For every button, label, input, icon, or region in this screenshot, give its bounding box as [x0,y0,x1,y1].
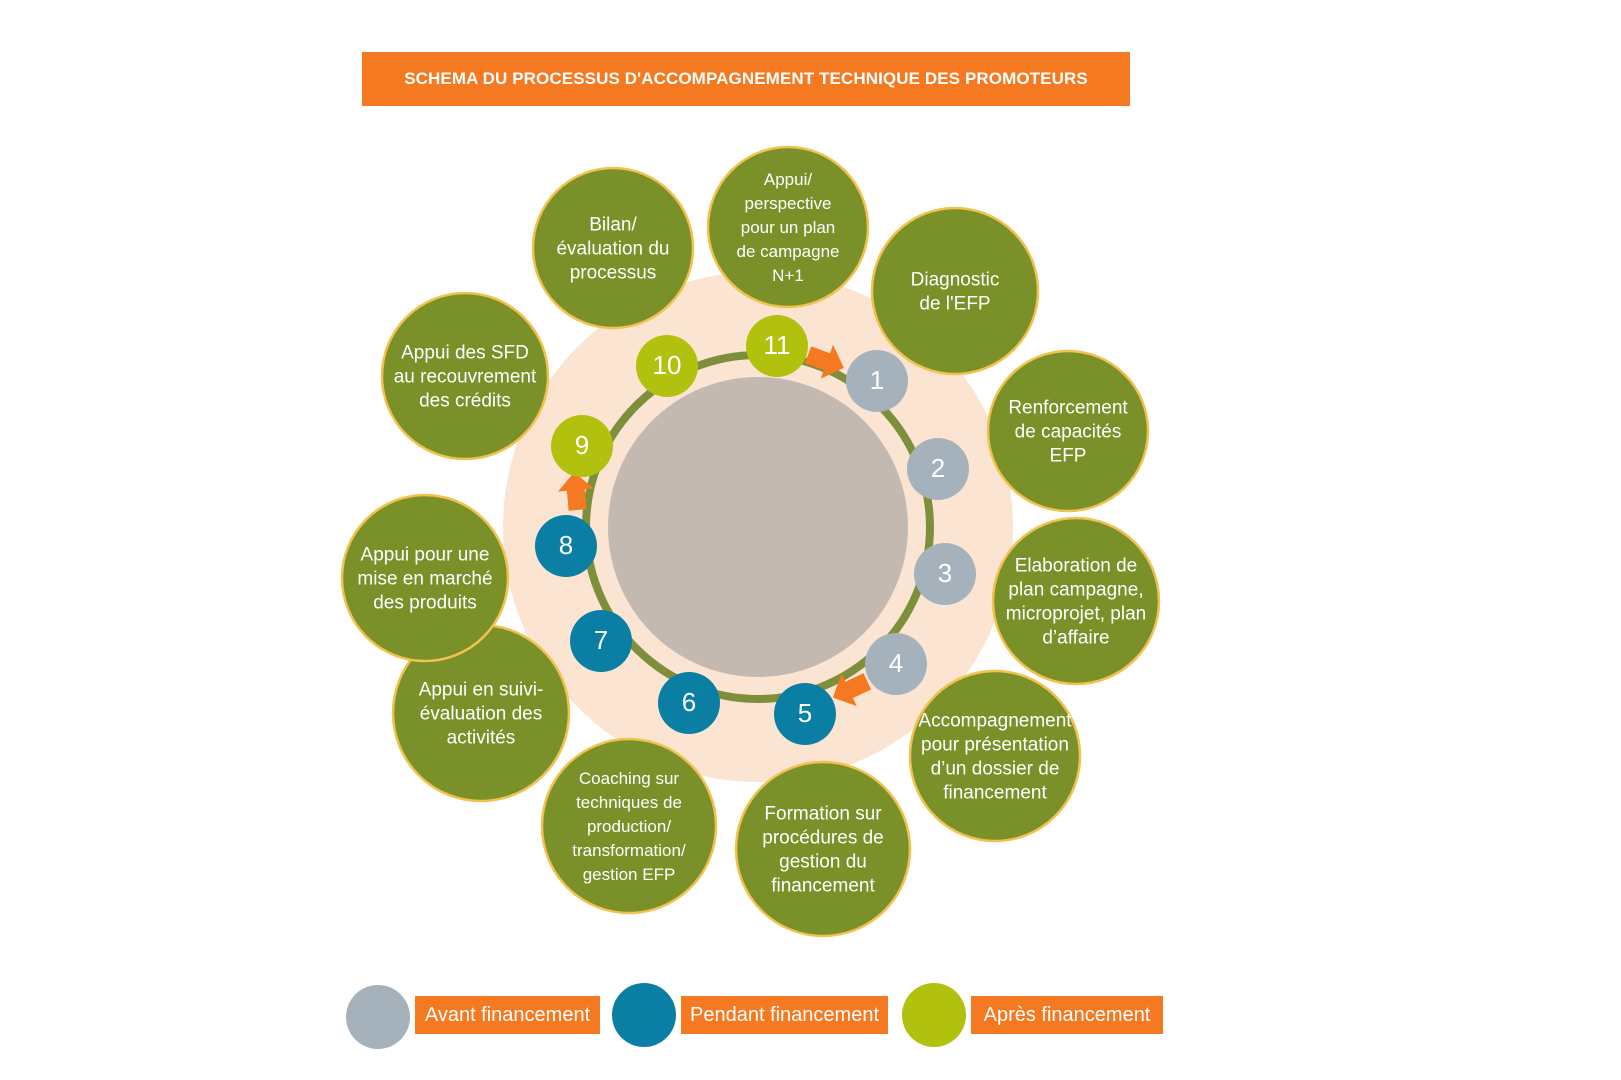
legend-label-pendant: Pendant financement [681,996,888,1034]
step-bubble-circle [991,516,1161,686]
step-bubble-circle [706,145,870,309]
step-number: 3 [938,558,952,588]
step-badge-7: 7 [570,610,632,672]
step-bubble-circle [870,206,1040,376]
arrow-8-to-9-icon [557,472,594,511]
legend-swatch-avant [346,985,410,1049]
step-badge-circle [746,315,808,377]
step-number: 8 [559,530,573,560]
step-badge-6: 6 [658,672,720,734]
step-badge-2: 2 [907,438,969,500]
step-bubble-circle [531,166,695,330]
legend-swatch-pendant [612,983,676,1047]
step-badge-circle [907,438,969,500]
step-badge-1: 1 [846,350,908,412]
step-badge-circle [658,672,720,734]
legend-label-avant: Avant financement [415,996,600,1034]
step-badge-11: 11 [746,315,808,377]
step-number: 11 [764,330,791,360]
step-badge-8: 8 [535,515,597,577]
center-circle [608,377,908,677]
step-badge-3: 3 [914,543,976,605]
step-number: 10 [653,350,682,380]
step-bubble-circle [734,760,912,938]
legend-label-apres: Après financement [971,996,1163,1034]
step-number: 9 [575,430,589,460]
step-number: 6 [682,687,696,717]
step-badge-circle [535,515,597,577]
step-badge-circle [914,543,976,605]
step-badge-4: 4 [865,633,927,695]
step-badge-circle [570,610,632,672]
legend-swatch-apres [902,983,966,1047]
step-bubble-circle [908,669,1082,843]
step-number: 4 [889,648,903,678]
title-banner: SCHEMA DU PROCESSUS D'ACCOMPAGNEMENT TEC… [362,52,1130,106]
step-badge-circle [846,350,908,412]
step-number: 2 [931,453,945,483]
step-badge-9: 9 [551,415,613,477]
step-bubble-circle [540,737,718,915]
step-bubble-circle [340,493,510,663]
step-badge-circle [774,683,836,745]
arrow-4-to-5-icon [832,673,872,707]
step-badge-10: 10 [636,335,698,397]
step-badge-circle [551,415,613,477]
step-badge-circle [865,633,927,695]
step-number: 7 [594,625,608,655]
step-bubble-circle [986,349,1150,513]
step-badge-5: 5 [774,683,836,745]
step-bubble-circle [380,291,550,461]
step-number: 5 [798,698,812,728]
diagram-title: SCHEMA DU PROCESSUS D'ACCOMPAGNEMENT TEC… [404,69,1088,88]
arrow-11-to-1-icon [805,344,844,379]
step-number: 1 [870,365,884,395]
step-badge-circle [636,335,698,397]
